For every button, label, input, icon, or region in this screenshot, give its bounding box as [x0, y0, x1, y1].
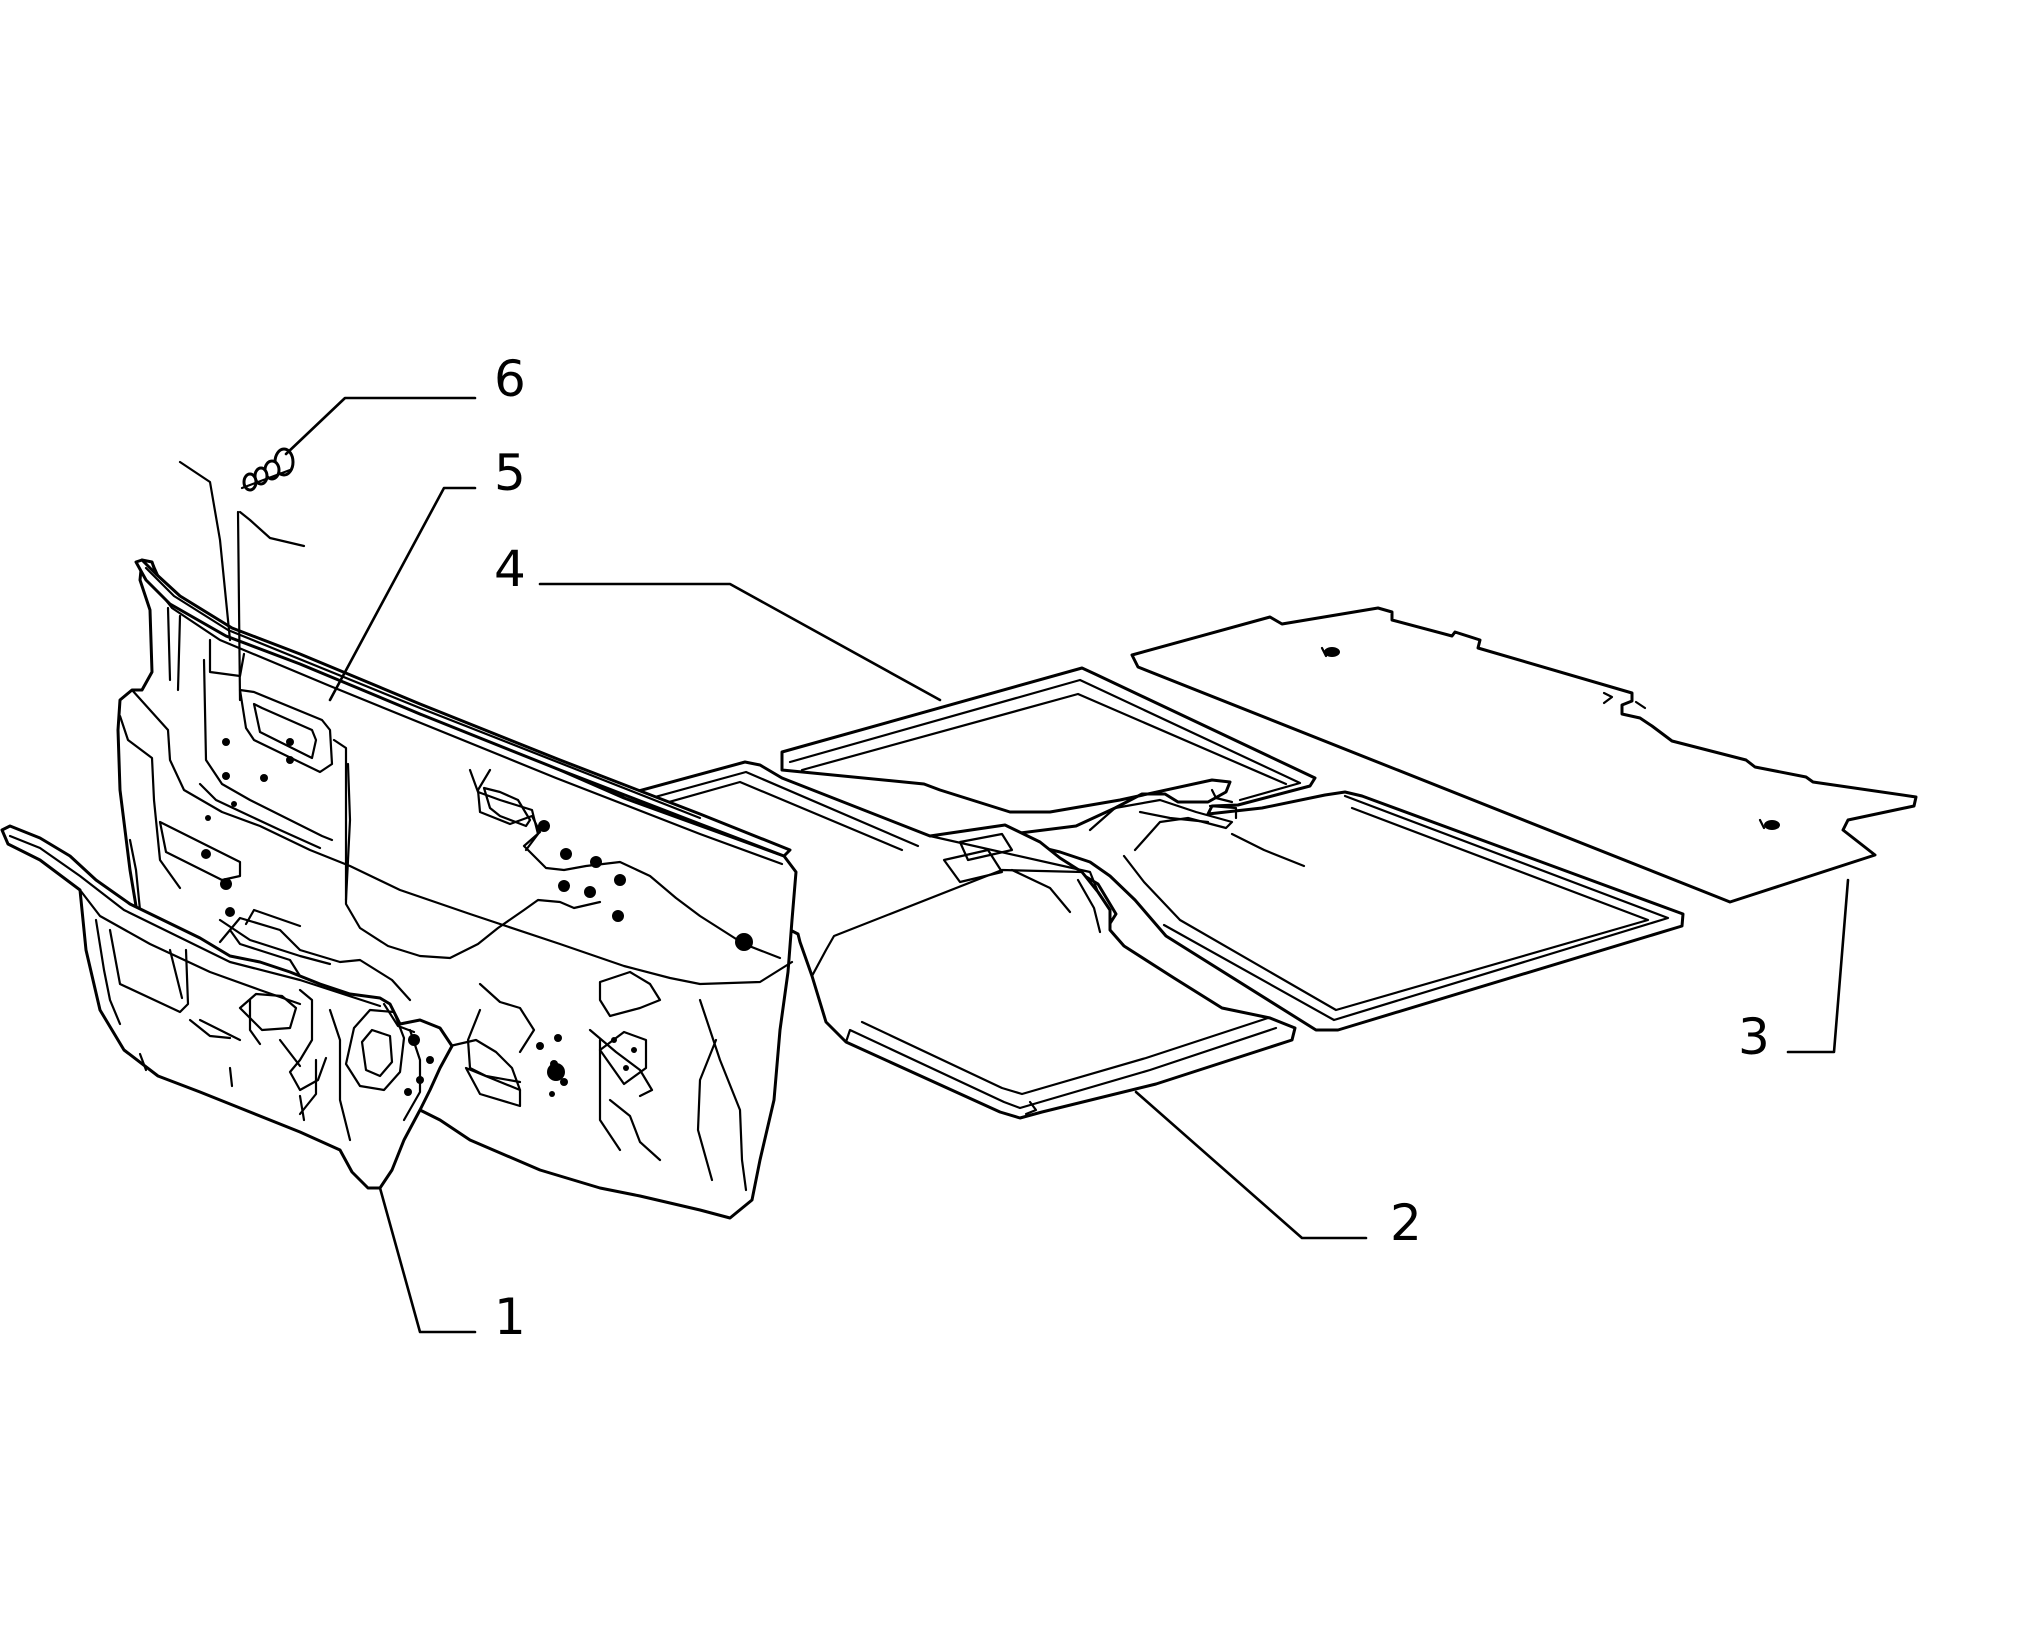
leader-3 [1786, 878, 1850, 1054]
leader-5 [328, 486, 477, 702]
callout-3: 3 [1738, 1008, 1770, 1066]
part-1-firewall[interactable] [116, 558, 798, 1220]
callout-5: 5 [494, 444, 526, 502]
leader-lines [284, 396, 1850, 1334]
leader-4 [538, 582, 942, 702]
callout-6: 6 [494, 350, 526, 408]
fastener-axis-line-2 [238, 510, 306, 548]
callout-4: 4 [494, 540, 526, 598]
leader-1 [378, 1186, 477, 1334]
part-6-fastener[interactable] [240, 447, 295, 492]
callout-1: 1 [494, 1288, 526, 1346]
fastener-axis-line-3 [236, 510, 242, 702]
callout-labels: 6 5 4 3 2 1 [494, 350, 1770, 1346]
part-3-rear-floor-panel[interactable] [1130, 606, 1918, 904]
leader-6 [284, 396, 477, 456]
leader-2 [1134, 1090, 1368, 1240]
callout-2: 2 [1390, 1194, 1422, 1252]
part-1-lower-crossmember[interactable] [0, 824, 454, 1190]
fastener-axis-line [178, 460, 232, 642]
